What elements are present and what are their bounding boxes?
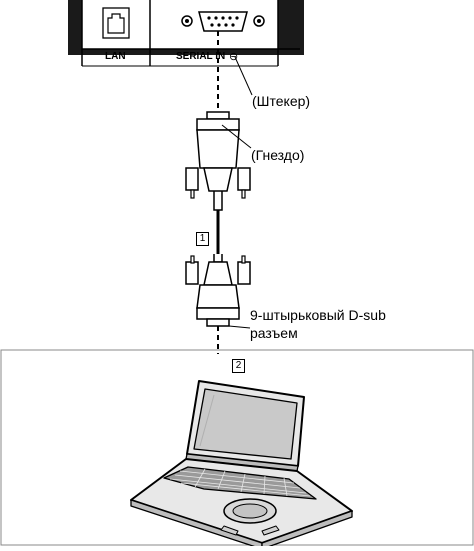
serial-port-label: SERIAL IN [176, 51, 226, 62]
plug-callout: (Штекер) [252, 93, 311, 109]
cable-connector-bottom [185, 254, 251, 327]
serial-in-icon: ⊖ [229, 51, 239, 63]
cable-connector-top [185, 111, 251, 211]
computer-box [0, 349, 474, 546]
serial-port-icon [181, 11, 265, 32]
leader-lines [221, 56, 253, 329]
lan-port-icon [102, 7, 130, 39]
laptop-icon [130, 380, 353, 550]
dsub-callout-line1: 9-штырьковый D-sub [250, 307, 386, 323]
cable-marker: 1 [196, 232, 209, 246]
dsub-callout-line2: разъем [250, 325, 298, 341]
computer-marker: 2 [232, 359, 245, 373]
socket-callout: (Гнездо) [251, 147, 305, 163]
lan-port-label: LAN [105, 51, 126, 62]
